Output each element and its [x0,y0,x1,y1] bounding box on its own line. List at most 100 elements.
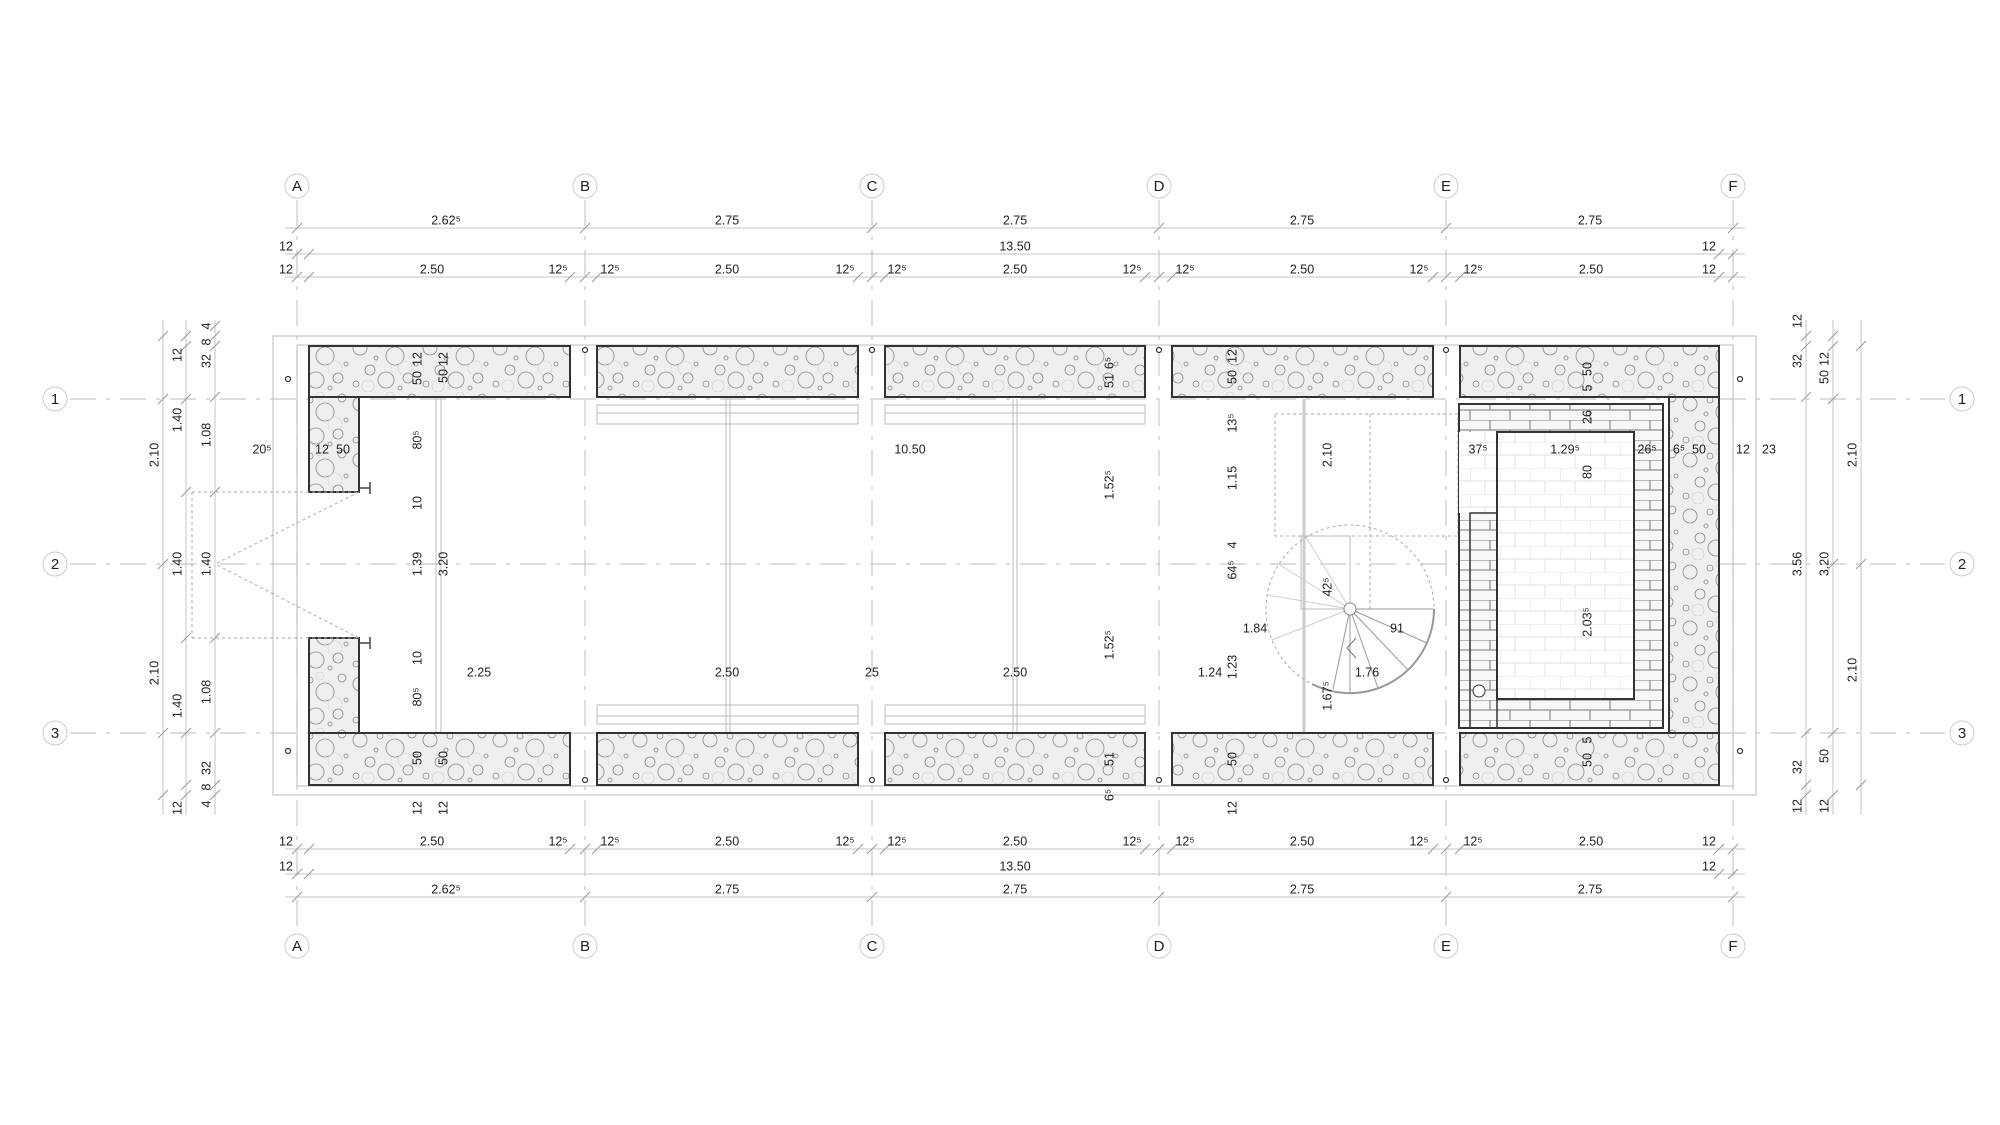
dimension-label: 4 [199,800,213,807]
dimension-label: 2.50 [715,665,739,679]
dimension-label: 12 [1736,442,1750,456]
dimension-label: 2.62⁵ [431,213,461,227]
dimension-label: 2.50 [420,262,444,276]
grid-label: D [1154,938,1165,955]
grid-bubble-c: C [859,173,885,199]
grid-label: A [292,938,302,955]
grid-label: E [1441,178,1451,195]
grid-label: B [580,938,590,955]
grid-bubble-f: F [1720,173,1746,199]
wall-bottom-bc [596,732,859,786]
dimension-label: 26 [1580,410,1594,424]
dimension-label: 12 [1702,239,1716,253]
dimension-label: 8 [199,338,213,345]
dimension-label: 2.50 [1003,262,1027,276]
dimension-label: 32 [199,761,213,775]
dimension-label: 23 [1762,442,1776,456]
wall-top-de [1171,345,1434,398]
dimension-label: 2.10 [1845,658,1859,682]
dimension-label: 10 [410,651,424,665]
dimension-label: 2.62⁵ [431,882,461,896]
grid-bubble-e: E [1433,173,1459,199]
dimension-label: 2.50 [1290,834,1314,848]
dimension-label: 50 [1225,370,1239,384]
door-stop-icon [359,482,371,649]
grid-label: B [580,178,590,195]
dimension-label: 13.50 [999,859,1030,873]
dimension-label: 32 [1790,354,1804,368]
dimension-label: 2.75 [1290,882,1314,896]
dimension-label: 5 [1580,384,1594,391]
grid-bubble-b: B [572,933,598,959]
dimension-label: 50 [410,751,424,765]
dimension-label: 6⁵ [1673,442,1685,456]
dimension-label: 1.52⁵ [1102,470,1116,500]
wall-left-lower [308,637,360,734]
dimension-label: 50 [436,369,450,383]
wall-top-ab [308,345,571,398]
grid-bubble-2: 2 [42,551,68,577]
dimension-label: 12 [1702,262,1716,276]
grid-bubble-3: 3 [42,720,68,746]
entrance-opening [191,491,360,639]
dimension-label: 12⁵ [1175,834,1194,848]
grid-bubble-1: 1 [1949,386,1975,412]
dimension-label: 12 [410,801,424,815]
dimension-label: 12 [1817,352,1831,366]
dimension-label: 12⁵ [887,834,906,848]
dimension-label: 12 [279,239,293,253]
dimension-label: 12 [315,442,329,456]
dimension-label: 12⁵ [600,834,619,848]
grid-label: 1 [1958,391,1966,408]
glazing-top [596,404,1146,425]
grid-label: F [1728,938,1737,955]
dimension-label: 50 [1580,753,1594,767]
dimension-label: 12 [1790,799,1804,813]
dimension-label: 12 [170,801,184,815]
dimension-label: 6⁵ [1102,789,1116,801]
dimension-label: 12⁵ [1175,262,1194,276]
grid-bubble-2: 2 [1949,551,1975,577]
dimension-label: 12 [410,352,424,366]
dimension-label: 20⁵ [252,442,271,456]
grid-bubble-e: E [1433,933,1459,959]
glazing-bottom [596,704,1146,725]
dimension-label: 6⁵ [1102,357,1116,369]
grid-bubble-a: A [284,933,310,959]
dimension-label: 12 [436,352,450,366]
dimension-label: 32 [199,354,213,368]
dimension-label: 2.10 [1320,443,1334,467]
dimension-label: 3.20 [1817,552,1831,576]
dimension-label: 12⁵ [1463,834,1482,848]
grid-bubble-c: C [859,933,885,959]
grid-label: 3 [51,725,59,742]
wall-bottom-cd [884,732,1146,786]
dimension-label: 13⁵ [1225,413,1239,432]
dimension-label: 12⁵ [1122,834,1141,848]
dimension-label: 12⁵ [548,262,567,276]
dimension-label: 1.08 [199,423,213,447]
dimension-label: 3.56 [1790,552,1804,576]
dimension-label: 12⁵ [1409,262,1428,276]
dimension-label: 1.40 [170,694,184,718]
bathroom-block [1458,403,1664,729]
dimension-label: 2.75 [715,882,739,896]
dimension-label: 12 [1702,859,1716,873]
dimension-label: 10.50 [894,442,925,456]
dimension-label: 12 [279,262,293,276]
wall-bottom-ab [308,732,571,786]
dimension-label: 12⁵ [835,262,854,276]
dimension-label: 1.52⁵ [1102,630,1116,660]
dimension-label: 10 [410,496,424,510]
dimension-label: 1.40 [199,552,213,576]
dimension-label: 25 [865,665,879,679]
dimension-label: 12 [1225,801,1239,815]
dimension-label: 2.50 [1579,262,1603,276]
dimension-label: 2.75 [715,213,739,227]
dimension-label: 1.24 [1198,665,1222,679]
grid-bubble-3: 3 [1949,720,1975,746]
dimension-label: 50 [336,442,350,456]
grid-label: 1 [51,391,59,408]
dimension-label: 64⁵ [1225,560,1239,579]
dimension-label: 4 [1225,541,1239,548]
